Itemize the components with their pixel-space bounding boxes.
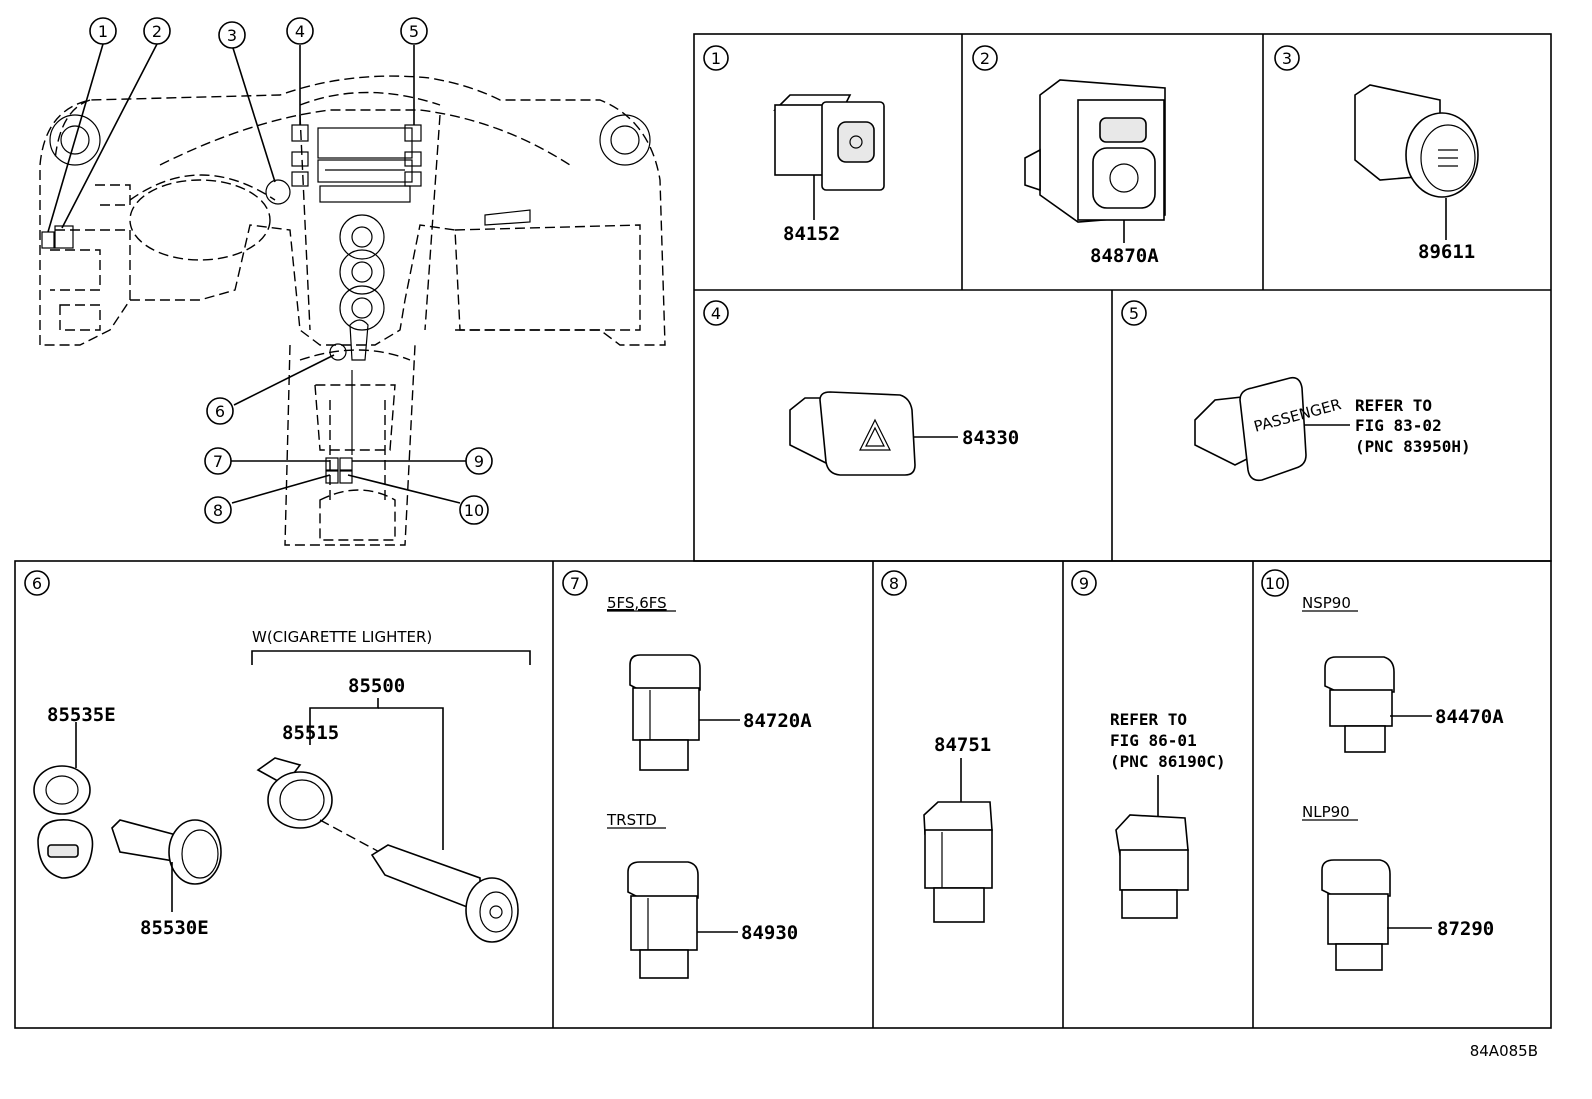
panel-8: 8 84751 — [881, 570, 993, 923]
panel-3: 3 89611 — [1274, 45, 1479, 263]
panel-5-number: 5 — [1129, 304, 1139, 323]
callout-9: 9 — [465, 447, 493, 475]
part-85535E: 85535E — [47, 704, 116, 726]
callout-7-label: 7 — [213, 452, 223, 471]
panel-2: 2 84870A — [972, 45, 1166, 267]
panel-5: 5 PASSENGER REFER TO FIG 83-02 (PNC 8395… — [1121, 300, 1471, 482]
label-nlp90: NLP90 — [1302, 803, 1350, 821]
refer-86-01-line3: (PNC 86190C) — [1110, 752, 1226, 771]
panel-grid — [14, 33, 1552, 1029]
callout-3-label: 3 — [227, 26, 237, 45]
part-87290: 87290 — [1437, 918, 1494, 940]
label-trstd: TRSTD — [606, 811, 657, 829]
part-89611: 89611 — [1418, 241, 1475, 263]
callout-6: 6 — [206, 397, 234, 425]
panel-8-number: 8 — [889, 574, 899, 593]
part-84870A: 84870A — [1090, 245, 1159, 267]
callout-1: 1 — [89, 17, 117, 45]
callout-1-label: 1 — [98, 22, 108, 41]
callout-4-label: 4 — [295, 22, 305, 41]
part-85500: 85500 — [348, 675, 405, 697]
part-84152: 84152 — [783, 223, 840, 245]
panel-4: 4 84330 — [703, 300, 1019, 476]
refer-86-01-line1: REFER TO — [1110, 710, 1187, 729]
panel-4-number: 4 — [711, 304, 721, 323]
panel-10-number: 10 — [1265, 574, 1285, 593]
dashboard-overview — [39, 75, 666, 546]
callout-10-label: 10 — [464, 501, 484, 520]
callout-8-label: 8 — [213, 501, 223, 520]
panel-9-number: 9 — [1079, 574, 1089, 593]
part-84751: 84751 — [934, 734, 991, 756]
refer-83-02-line3: (PNC 83950H) — [1355, 437, 1471, 456]
callout-5-label: 5 — [409, 22, 419, 41]
callout-5: 5 — [400, 17, 428, 45]
part-85530E: 85530E — [140, 917, 209, 939]
panel-1: 1 84152 — [703, 45, 885, 245]
callout-6-label: 6 — [215, 402, 225, 421]
callout-10: 10 — [459, 495, 489, 525]
panel-3-number: 3 — [1282, 49, 1292, 68]
callout-2-label: 2 — [152, 22, 162, 41]
callout-2: 2 — [143, 17, 171, 45]
panel-9: 9 REFER TO FIG 86-01 (PNC 86190C) — [1071, 570, 1226, 919]
figure-code: 84A085B — [1470, 1042, 1538, 1060]
callout-8: 8 — [204, 496, 232, 524]
refer-86-01-line2: FIG 86-01 — [1110, 731, 1197, 750]
refer-83-02-line1: REFER TO — [1355, 396, 1432, 415]
refer-83-02-line2: FIG 83-02 — [1355, 416, 1442, 435]
callout-3: 3 — [218, 21, 246, 49]
panel-10: 10 NSP90 84470A NLP90 87290 — [1261, 569, 1504, 971]
panel-6: 6 W(CIGARETTE LIGHTER) 85535E 85530E 855… — [24, 570, 531, 943]
label-5fs-6fs: 5FS,6FS — [607, 594, 667, 612]
panel-1-number: 1 — [711, 49, 721, 68]
callout-leaders — [47, 43, 466, 504]
panel-7: 7 5FS,6FS 84720A TRSTD 84930 — [562, 570, 812, 979]
part-84470A: 84470A — [1435, 706, 1504, 728]
panel-6-number: 6 — [32, 574, 42, 593]
label-nsp90: NSP90 — [1302, 594, 1351, 612]
panel-7-number: 7 — [570, 574, 580, 593]
cigarette-lighter-label: W(CIGARETTE LIGHTER) — [252, 628, 432, 646]
part-85515: 85515 — [282, 722, 339, 744]
callout-4: 4 — [286, 17, 314, 45]
part-84720A: 84720A — [743, 710, 812, 732]
part-84930: 84930 — [741, 922, 798, 944]
callout-7: 7 — [204, 447, 232, 475]
callout-9-label: 9 — [474, 452, 484, 471]
panel-2-number: 2 — [980, 49, 990, 68]
part-84330: 84330 — [962, 427, 1019, 449]
